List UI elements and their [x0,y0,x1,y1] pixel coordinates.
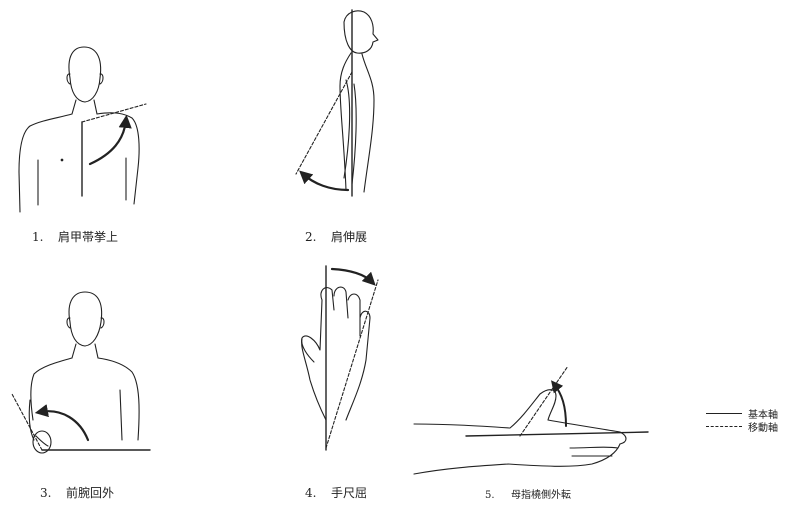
figure-3-label: 前腕回外 [66,486,114,500]
figure-4-caption: 4.手尺屈 [305,484,367,501]
figure-4-label: 手尺屈 [331,486,367,500]
figure-4-number: 4. [305,486,331,500]
fig5-base-axis [466,432,648,436]
figure-1-number: 1. [32,230,58,244]
figure-1-label: 肩甲帯挙上 [58,230,118,244]
fig4-motion-arrow [332,269,372,282]
fig2-motion-arrow [303,174,348,190]
fig3-moving-axis [12,394,42,450]
fig3-torso [31,358,139,440]
figure-3-number: 3. [40,486,66,500]
fig3-head [69,292,102,346]
figure-5-label: 母指橈側外転 [511,490,571,501]
figure-2-shoulder-extension [296,10,378,196]
fig1-motion-arrow [90,120,126,164]
figure-4-ulnar-deviation [302,266,378,450]
fig2-head [344,11,378,53]
fig1-head [69,47,101,102]
legend-dashed-line [706,426,742,427]
fig3-upper-arm [29,390,122,440]
fig1-moving-axis [82,104,146,122]
fig5-fingers [570,447,618,456]
fig5-forearm-lower [414,444,620,474]
figure-3-caption: 3.前腕回外 [40,484,114,501]
fig1-torso [19,113,139,212]
figure-5-thumb-radial-abduction [414,366,648,474]
figure-3-forearm-supination [12,292,150,453]
fig3-motion-arrow [40,411,88,440]
figure-5-caption: 5.母指橈側外転 [485,486,571,501]
fig4-hand-outline [302,287,370,420]
fig2-arm [344,80,356,184]
figure-1-caption: 1.肩甲帯挙上 [32,228,118,245]
figure-1-shoulder-elevation [19,47,146,212]
fig3-fist-detail [36,436,48,446]
figure-2-label: 肩伸展 [331,230,367,244]
axis-legend: 基本軸 移動軸 [706,407,778,433]
figure-2-number: 2. [305,230,331,244]
fig1-nipple [61,159,63,161]
fig2-front [362,54,374,192]
fig5-motion-arrow [554,384,566,426]
legend-moving-axis-label: 移動軸 [748,419,778,434]
figure-2-caption: 2.肩伸展 [305,228,367,245]
fig5-moving-axis [520,366,568,436]
legend-moving-axis: 移動軸 [706,420,778,433]
fig2-moving-axis [296,72,352,174]
fig4-thumb [302,338,314,362]
figure-5-number: 5. [485,490,511,501]
legend-solid-line [706,413,742,414]
